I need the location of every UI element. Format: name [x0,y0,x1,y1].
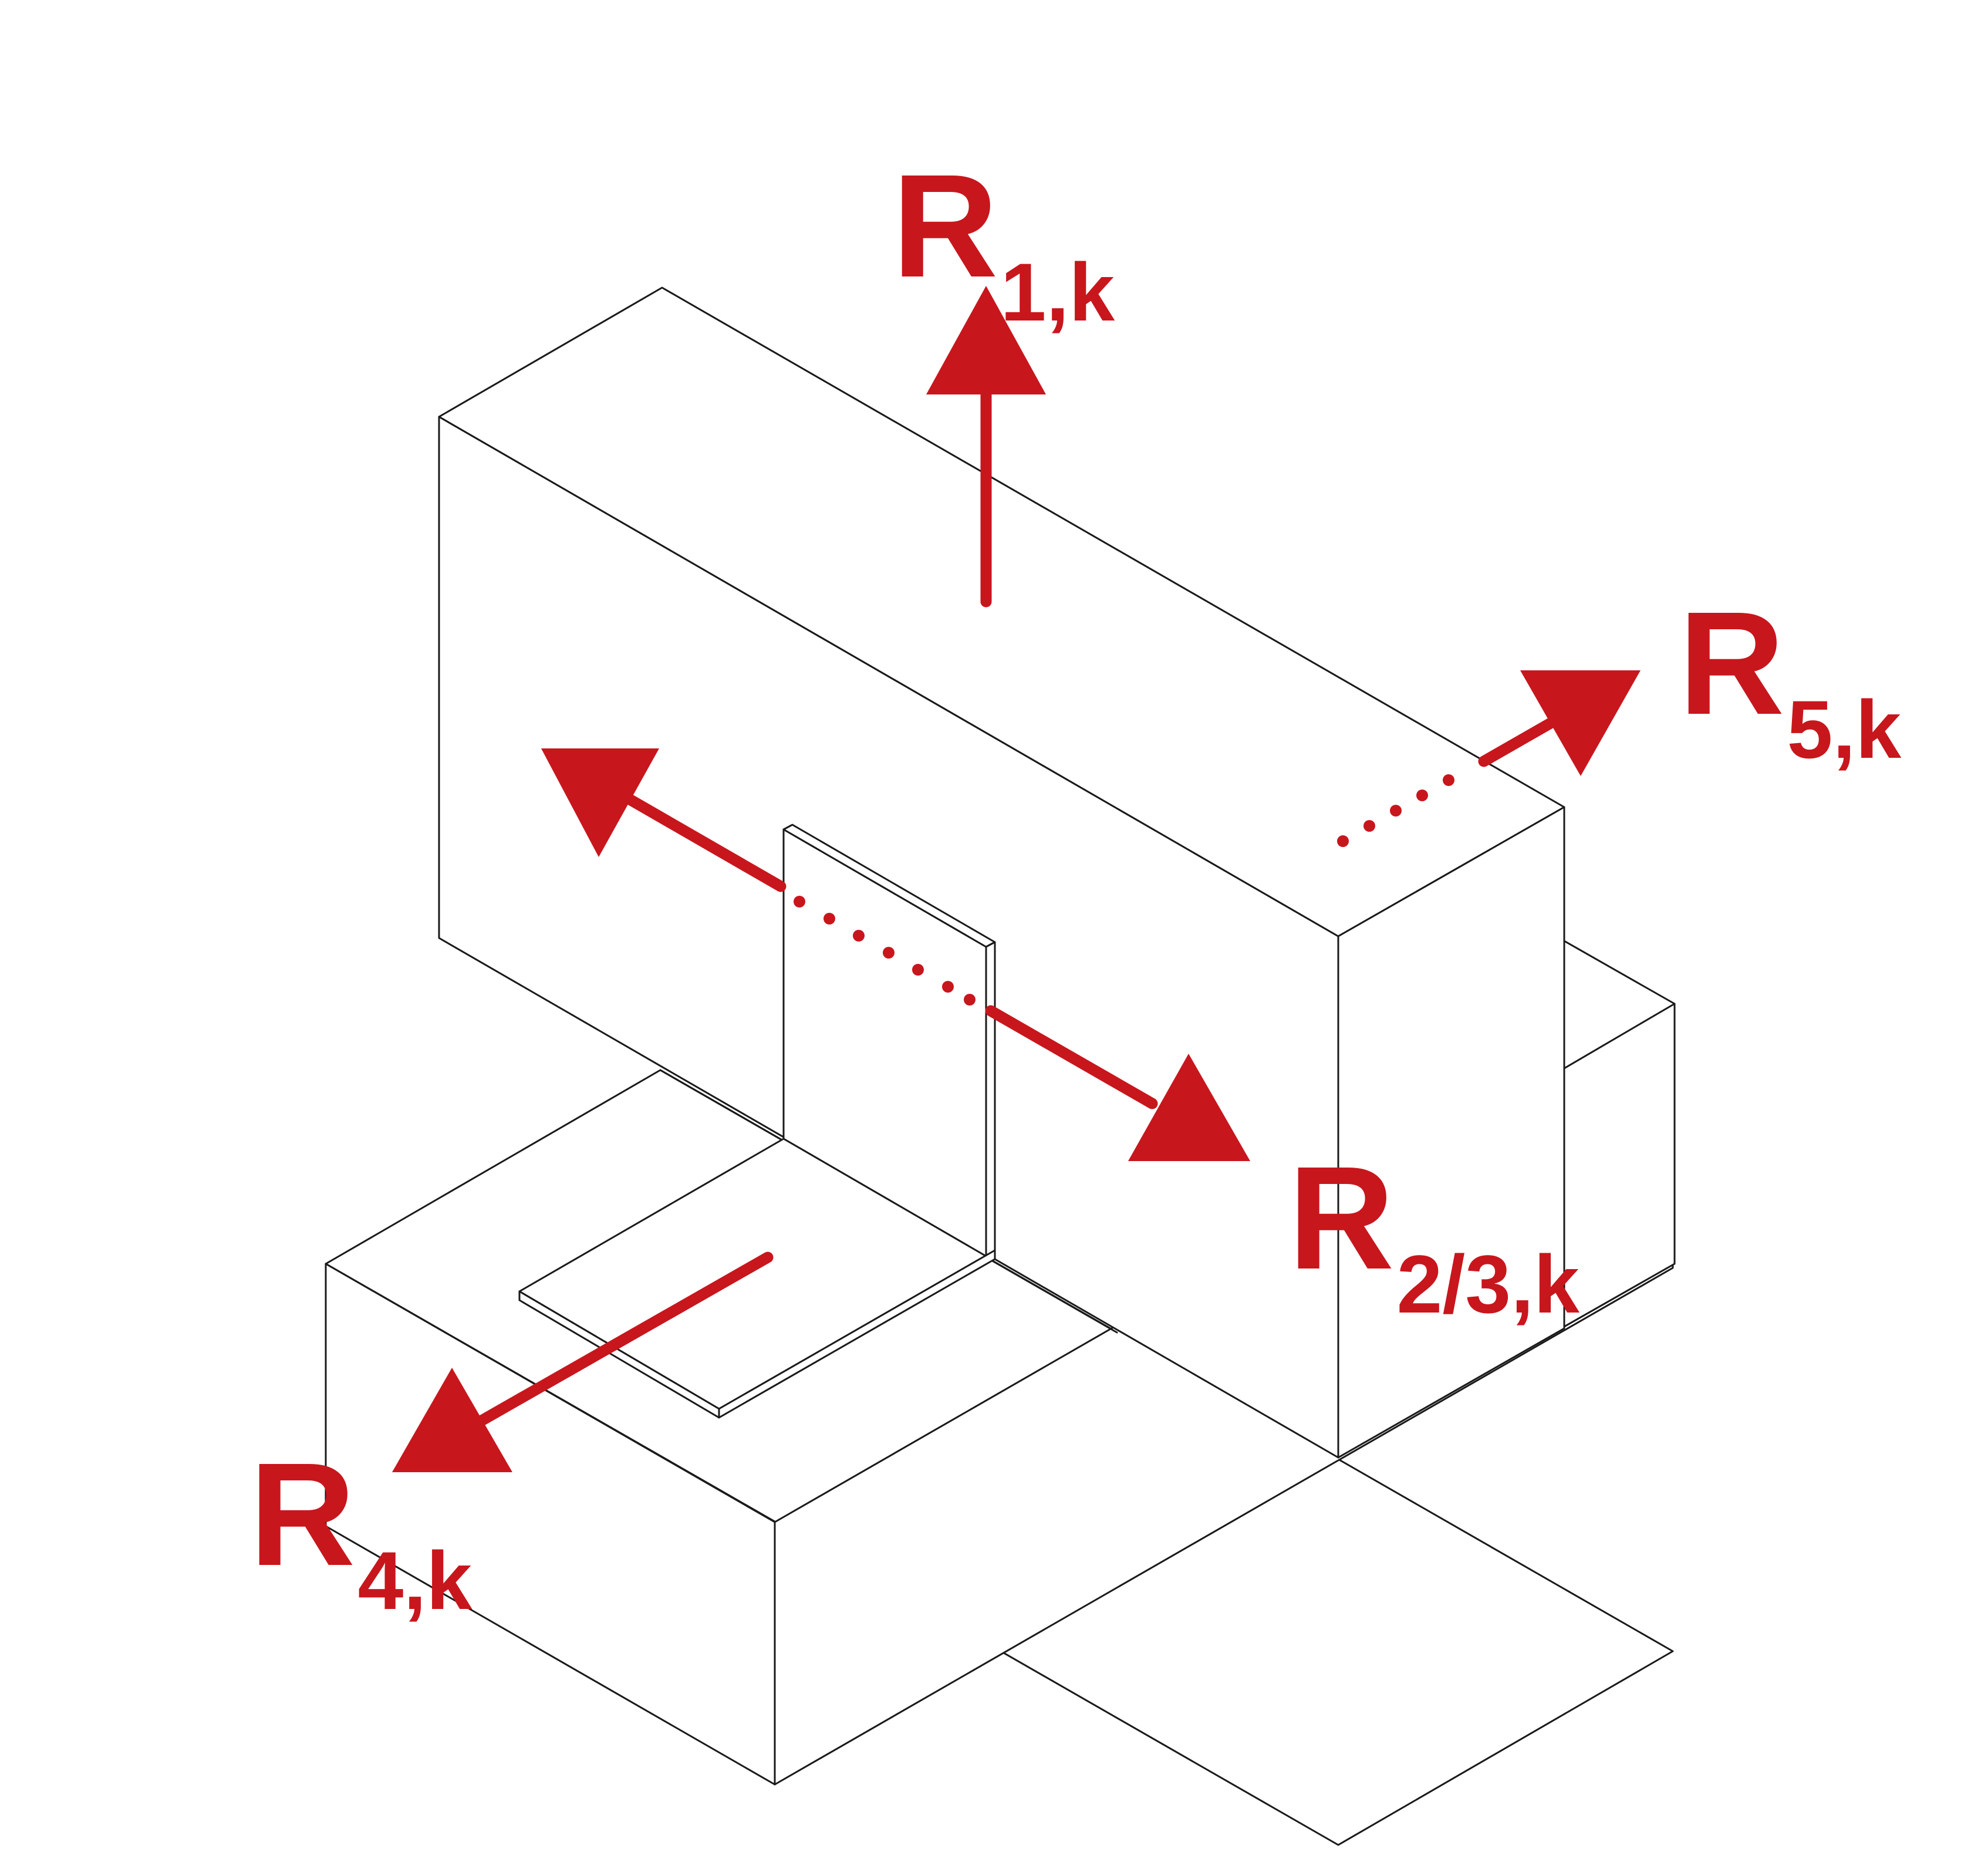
label-r1-symbol: R [892,144,998,308]
angle-bracket [518,824,996,1419]
bracket-plate-edge [718,1249,996,1419]
label-r4-subscript: 4,k [357,1534,472,1627]
member-right-face [1337,806,1565,1459]
force-r5-arrow [1478,670,1641,776]
label-r5: R5,k [1679,590,1901,771]
label-r4: R4,k [249,1441,472,1622]
member-back-right-face [1563,940,1676,1328]
label-r23: R2/3,k [1288,1145,1579,1325]
label-r1: R1,k [892,153,1115,333]
label-r1-subscript: 1,k [1000,246,1115,338]
member-back-step-edge [1563,1003,1676,1070]
label-r4-symbol: R [249,1432,356,1596]
force-r5-hidden-line [1337,774,1454,847]
label-r5-symbol: R [1679,581,1785,745]
force-r23-arrow [541,748,1250,1161]
label-r23-symbol: R [1288,1136,1395,1300]
force-r1-arrow [926,286,1046,608]
bracket-flange-side [985,941,996,1257]
force-r23-hidden-line [794,896,976,1006]
force-r4-arrow [392,1251,774,1472]
label-r23-subscript: 2/3,k [1396,1238,1579,1330]
label-r5-subscript: 5,k [1787,683,1902,775]
